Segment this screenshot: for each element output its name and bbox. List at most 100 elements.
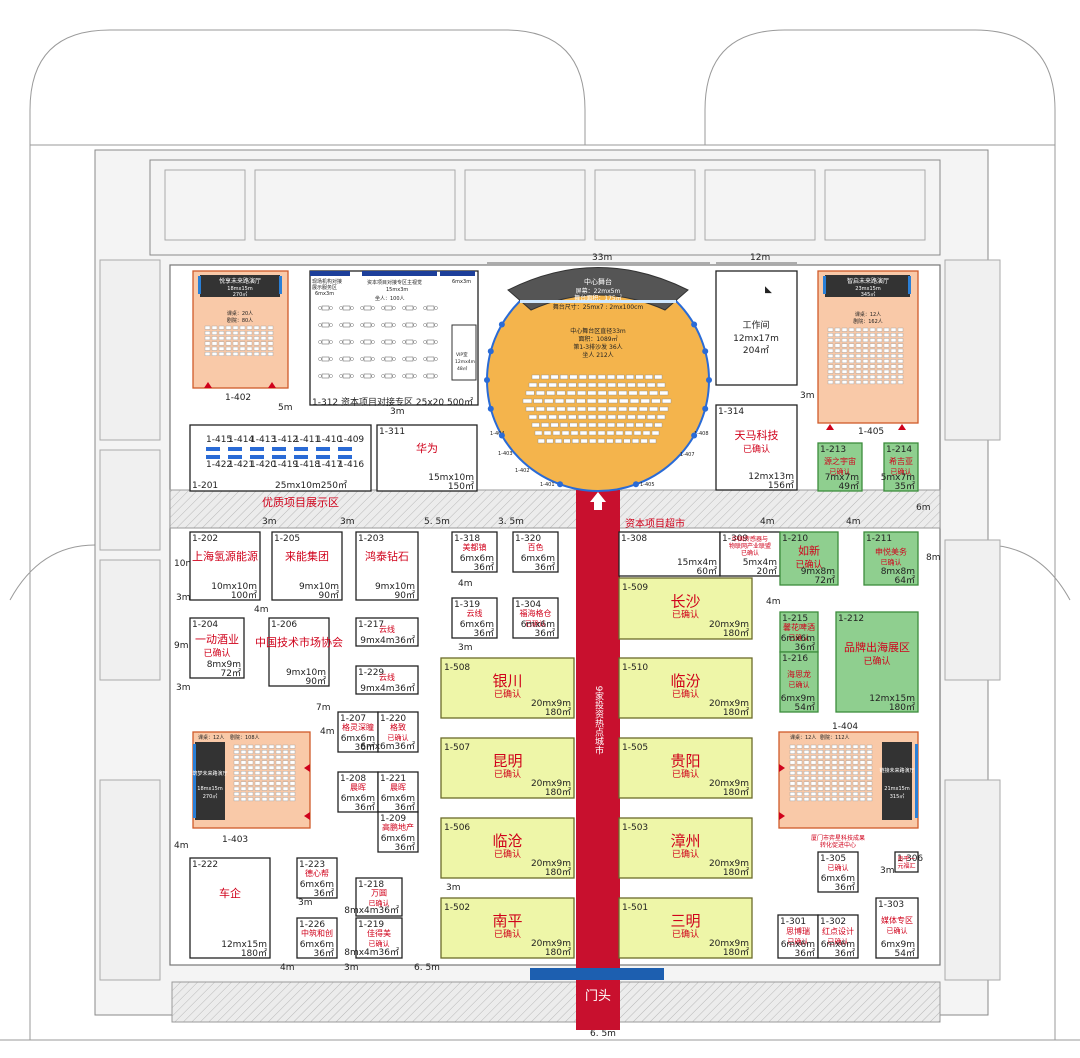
seat [260, 346, 267, 351]
seat [824, 792, 831, 796]
seat [233, 744, 240, 749]
stage-seat [651, 430, 660, 436]
stage-seat [534, 430, 543, 436]
booth-area: 156㎡ [768, 480, 794, 491]
booth-outline [618, 531, 721, 577]
dim: 6m [916, 503, 931, 513]
seat [869, 338, 876, 343]
seat [218, 336, 225, 341]
booth-code: 1-506 [444, 823, 470, 833]
booth-outline [817, 914, 859, 959]
hall-title: 悦享未来路演厅 [219, 277, 261, 285]
seat [225, 331, 232, 335]
booth-1-201[interactable]: 1-4151-4221-4141-4211-4131-4201-4121-419… [189, 424, 372, 492]
seat [848, 369, 855, 374]
dim: 6. 5m [414, 963, 440, 973]
hall-1-405[interactable]: 智启未来路演厅 23mx15m 345㎡ 课桌：12人 剧院：162人 1-40… [817, 270, 919, 437]
docking-sub3: 6mx3m [452, 279, 471, 285]
hall-1-402[interactable]: 悦享未来路演厅 18mx15m 270㎡ 课桌：20人 剧院：80人 1-402 [192, 270, 289, 403]
seat [852, 765, 859, 770]
seat [848, 333, 855, 337]
seat [261, 760, 268, 765]
stage-seat [647, 382, 656, 388]
seat [254, 792, 261, 796]
stage-seat [543, 430, 552, 436]
booth-outline [451, 531, 498, 573]
seat [834, 380, 841, 385]
booth-size: 20mx9m [531, 699, 571, 709]
booth-area: 90㎡ [319, 590, 339, 601]
stage-seat [531, 374, 540, 380]
stage-seat [546, 390, 556, 396]
seat [869, 380, 876, 385]
seat [275, 744, 282, 749]
stage-seat [656, 382, 666, 388]
seat [897, 333, 904, 337]
seat [866, 760, 873, 765]
seat [855, 359, 862, 364]
hall-1-403[interactable]: 筑梦未来路演厅 18mx15m 270㎡ 课桌：12人 剧院：108人 1-40… [192, 731, 311, 845]
seat [282, 781, 289, 786]
booth-size: 8mx8m [881, 567, 915, 577]
hall-seat2: 剧院：162人 [853, 318, 883, 325]
booth-code: 1-210 [782, 534, 808, 544]
stage-seat [563, 438, 571, 444]
docking-zone-1-312[interactable]: 现场机构对接 展示服务区 6mx3m 资本项目对接专区主视觉 15mx3m 6m… [309, 270, 479, 408]
dim: 4m [766, 597, 781, 607]
hall-1-404[interactable]: 链接未来路演厅 21mx15m 315㎡ 课桌：12人 剧院：112人 1-40… [778, 722, 919, 829]
seat [233, 786, 240, 791]
seat [289, 755, 296, 760]
chair [318, 306, 322, 310]
seat [204, 336, 211, 341]
workshop-title: 工作间 [742, 319, 769, 331]
chair [392, 306, 396, 310]
workshop[interactable]: ◣ 工作间 12mx17m 204㎡ [715, 270, 798, 386]
